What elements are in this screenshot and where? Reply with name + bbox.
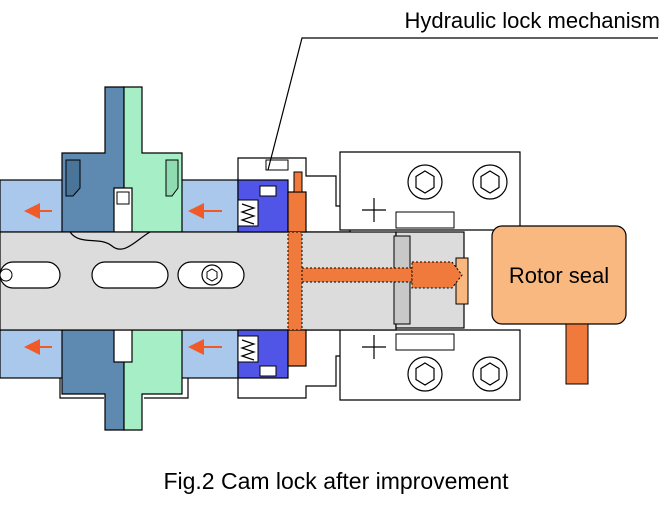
bolt-icon: [407, 164, 508, 392]
shaft-slot: [0, 261, 245, 289]
oil-passage: [287, 171, 463, 367]
rotor-seal-label: Rotor seal: [509, 263, 609, 288]
rotor-seal: Rotor seal: [491, 225, 627, 385]
figure-caption: Fig.2 Cam lock after improvement: [163, 468, 509, 494]
callout-label: Hydraulic lock mechanism: [404, 8, 660, 33]
callout: Hydraulic lock mechanism: [267, 8, 660, 171]
cam-plate-left: [61, 86, 125, 431]
cam-pin: [113, 187, 133, 363]
flow-arrows: [24, 203, 222, 355]
